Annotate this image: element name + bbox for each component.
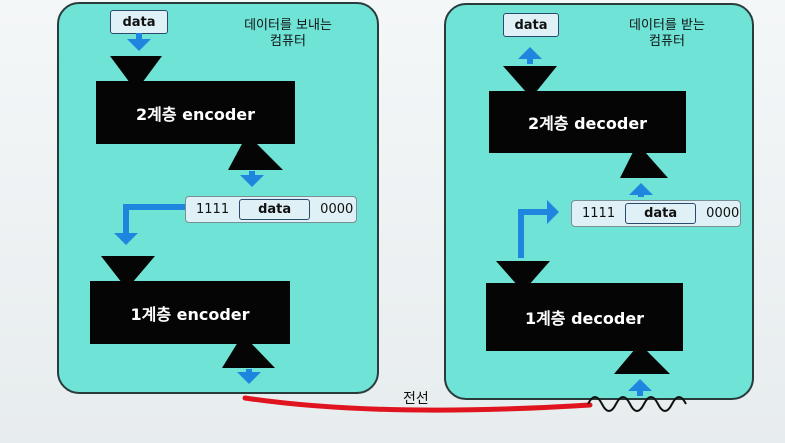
sender-frame: 1111 data 0000	[185, 196, 357, 223]
receiver-layer2-decoder: 2계층 decoder	[489, 91, 686, 153]
sender-layer1-input-funnel	[101, 256, 155, 283]
receiver-title: 데이터를 받는 컴퓨터	[612, 18, 722, 50]
receiver-frame-suffix: 0000	[706, 206, 740, 221]
sender-title-line2: 컴퓨터	[270, 34, 306, 49]
signal-waveform	[587, 396, 687, 412]
receiver-layer1-decoder: 1계층 decoder	[486, 283, 683, 351]
receiver-layer2-output-funnel	[620, 152, 668, 178]
transmission-wire	[242, 395, 593, 413]
receiver-title-line2: 컴퓨터	[649, 34, 685, 49]
sender-layer2-input-funnel	[110, 56, 162, 83]
receiver-title-line1: 데이터를 받는	[629, 18, 705, 33]
sender-layer2-encoder: 2계층 encoder	[96, 81, 295, 144]
sender-frame-payload: data	[239, 199, 311, 220]
receiver-layer1-input-funnel	[496, 261, 550, 286]
sender-title-line1: 데이터를 보내는	[244, 18, 332, 33]
receiver-layer2-input-funnel	[503, 66, 557, 92]
receiver-frame-prefix: 1111	[582, 206, 616, 221]
receiver-layer1-to-frame-arrow	[518, 200, 559, 258]
receiver-data-tag: data	[503, 13, 559, 37]
receiver-frame: 1111 data 0000	[571, 200, 741, 227]
sender-layer1-encoder: 1계층 encoder	[90, 281, 290, 344]
wire-label: 전선	[403, 391, 429, 407]
sender-title: 데이터를 보내는 컴퓨터	[228, 18, 348, 50]
sender-layer2-output-funnel	[228, 142, 283, 170]
sender-data-tag: data	[110, 10, 168, 34]
receiver-frame-payload: data	[625, 203, 697, 224]
sender-frame-prefix: 1111	[196, 202, 230, 217]
sender-layer1-output-funnel	[222, 342, 275, 368]
sender-frame-to-layer1-arrow	[114, 204, 185, 245]
sender-frame-suffix: 0000	[320, 202, 354, 217]
receiver-layer1-output-funnel	[614, 349, 670, 374]
